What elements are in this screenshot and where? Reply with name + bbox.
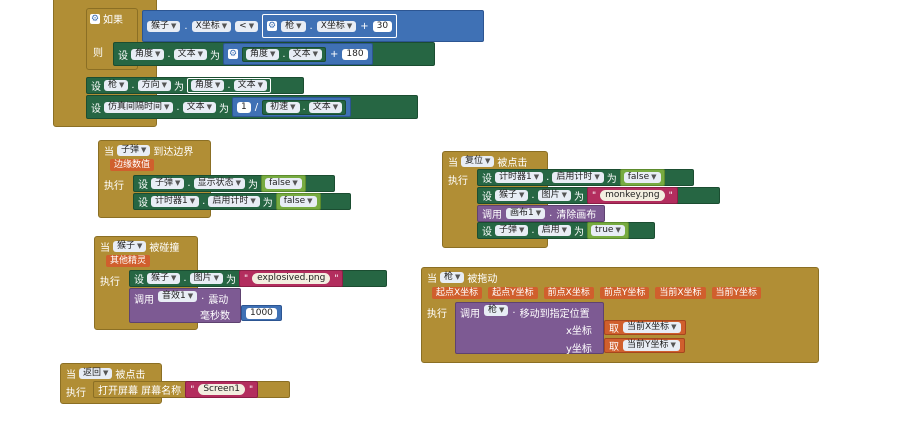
param-prev-x[interactable]: 前点X坐标 — [543, 287, 594, 299]
cond-right-prop[interactable]: X坐标▼ — [316, 20, 357, 32]
dot: . — [184, 20, 188, 32]
ms-number-block[interactable]: 1000 — [241, 305, 282, 321]
param-cur-y[interactable]: 当前Y坐标 — [711, 287, 762, 299]
cond-right-sprite[interactable]: 枪▼ — [281, 20, 306, 32]
then-target[interactable]: 角度▼ — [131, 48, 165, 60]
plus-block[interactable]: ⚙ 枪▼ . X坐标▼ + 30 — [262, 14, 398, 38]
get-cur-y[interactable]: 取 当前Y坐标▼ — [604, 338, 685, 353]
top-event-body — [66, 0, 86, 118]
y-label: y坐标 — [566, 344, 592, 355]
set-timer-disabled[interactable]: 设 计时器1▼ . 启用计时▼ 为 false▼ — [133, 193, 351, 210]
then-src-getter[interactable]: 角度▼ . 文本▼ — [242, 46, 326, 62]
if-label: 如果 — [103, 15, 123, 26]
do-label: 执行 — [104, 181, 124, 192]
divide-block[interactable]: 1 / 初速▼ . 文本▼ — [232, 97, 352, 117]
do-label: 执行 — [66, 388, 86, 399]
if-header: ⚙ 如果 — [90, 11, 123, 26]
plus-label: + — [360, 20, 369, 32]
do-label: 执行 — [100, 277, 120, 288]
gear-icon[interactable]: ⚙ — [90, 13, 100, 24]
set-monkey-explode[interactable]: 设 猴子▼ . 图片▼ 为 " explosived.png " — [129, 270, 387, 287]
gear-icon[interactable]: ⚙ — [267, 21, 278, 31]
param-other-sprite[interactable]: 其他精灵 — [106, 255, 151, 267]
open-screen-block[interactable]: 打开屏幕 屏幕名称 " Screen1 " — [93, 381, 290, 398]
set-timer1[interactable]: 设 计时器1▼ . 启用计时▼ 为 false▼ — [477, 169, 694, 186]
call-vibrate[interactable]: 调用 音效1▼ . 震动 — [129, 288, 241, 323]
gear-icon[interactable]: ⚙ — [228, 49, 238, 59]
bullet-edge-header: 当 子弹▼ 到达边界 — [104, 145, 194, 158]
cond-number[interactable]: 30 — [372, 20, 393, 32]
do-label: 执行 — [427, 309, 447, 320]
param-cur-x[interactable]: 当前X坐标 — [655, 287, 706, 299]
set-angle-block[interactable]: 设 角度▼ . 文本▼ 为 ⚙ 角度▼ . 文本▼ + 180 — [113, 42, 435, 66]
call-move-to[interactable]: 调用 枪▼ . 移动到指定位置 — [455, 302, 604, 354]
cond-left-prop[interactable]: X坐标▼ — [191, 20, 232, 32]
cond-left-sprite[interactable]: 猴子▼ — [147, 20, 181, 32]
then-number[interactable]: 180 — [342, 48, 368, 60]
then-plus-block[interactable]: ⚙ 角度▼ . 文本▼ + 180 — [223, 43, 373, 65]
param-start-x[interactable]: 起点X坐标 — [432, 287, 483, 299]
gun-drag-params: 起点X坐标 起点Y坐标 前点X坐标 前点Y坐标 当前X坐标 当前Y坐标 — [432, 287, 762, 299]
then-prop[interactable]: 文本▼ — [173, 48, 207, 60]
param-edge[interactable]: 边缘数值 — [110, 159, 155, 171]
ms-label: 毫秒数 — [200, 311, 230, 322]
reset-header: 当 复位▼ 被点击 — [448, 156, 528, 169]
get-cur-x[interactable]: 取 当前X坐标▼ — [604, 320, 686, 335]
set-monkey-image[interactable]: 设 猴子▼ . 图片▼ 为 " monkey.png " — [477, 187, 720, 204]
call-clear-canvas[interactable]: 调用 画布1▼ . 清除画布 — [477, 205, 605, 222]
set-bullet-visible[interactable]: 设 子弹▼ . 显示状态▼ 为 false▼ — [133, 175, 335, 192]
set-bullet-enabled[interactable]: 设 子弹▼ . 启用▼ 为 true▼ — [477, 222, 655, 239]
compare-op[interactable]: <▼ — [235, 20, 259, 32]
compare-block[interactable]: 猴子▼ . X坐标▼ <▼ ⚙ 枪▼ . X坐标▼ + 30 — [142, 10, 484, 42]
bullet-comp-dropdown[interactable]: 子弹▼ — [117, 145, 151, 156]
set-interval-block[interactable]: 设 仿真间隔时间▼ . 文本▼ 为 1 / 初速▼ . 文本▼ — [86, 95, 418, 119]
x-label: x坐标 — [566, 326, 592, 337]
param-prev-y[interactable]: 前点Y坐标 — [599, 287, 650, 299]
back-header: 当 返回▼ 被点击 — [66, 368, 146, 381]
set-gun-direction-block[interactable]: 设 枪▼ . 方向▼ 为 角度▼ . 文本▼ — [86, 77, 304, 94]
monkey-hit-header: 当 猴子▼ 被碰撞 — [100, 241, 180, 254]
gun-drag-header: 当 枪▼ 被拖动 — [427, 272, 498, 285]
do-label: 执行 — [448, 176, 468, 187]
param-start-y[interactable]: 起点Y坐标 — [488, 287, 538, 299]
then-label: 则 — [93, 48, 103, 59]
